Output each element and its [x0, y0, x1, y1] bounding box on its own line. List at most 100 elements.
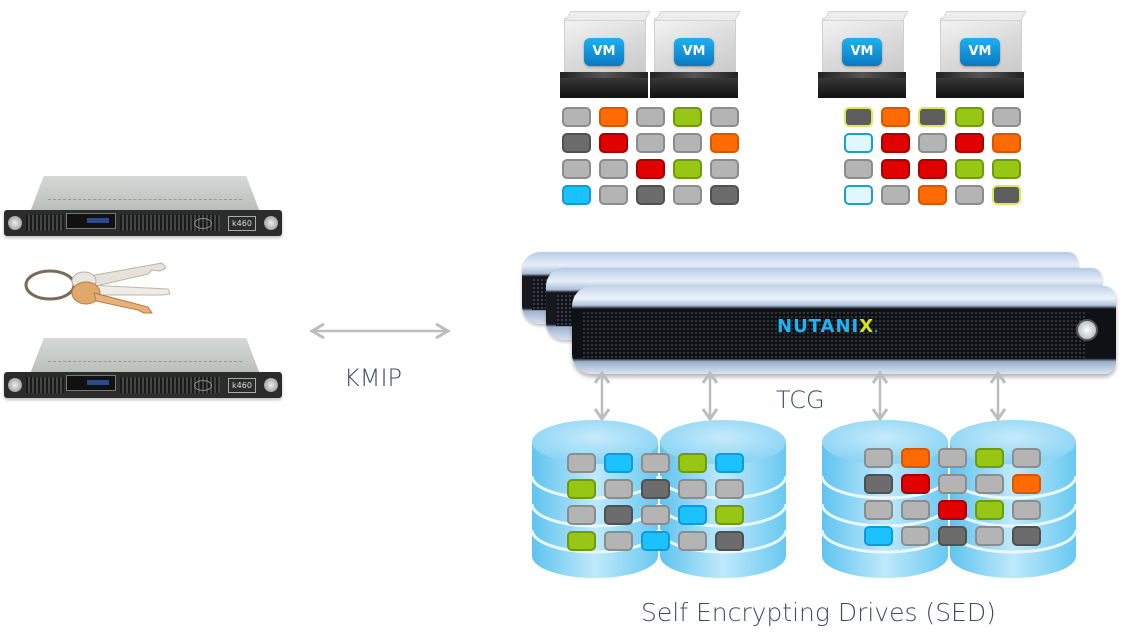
data-block-orange	[901, 448, 930, 468]
data-block-gray	[567, 505, 596, 525]
vm-data-blocks-left	[562, 107, 739, 205]
vm-data-blocks-right	[844, 107, 1021, 205]
data-block-blue	[715, 453, 744, 473]
data-block-gray	[901, 526, 930, 546]
key-management-server-2: k460	[4, 338, 282, 400]
data-block-gray	[710, 159, 739, 179]
data-block-red	[881, 159, 910, 179]
nutanix-logo: NUTANIX.	[777, 316, 879, 337]
vent-grille	[120, 377, 220, 393]
drive-bay	[66, 213, 116, 229]
data-block-darky	[992, 185, 1021, 205]
data-block-orange	[1012, 474, 1041, 494]
data-block-gray	[715, 479, 744, 499]
vm-badge: VM	[842, 38, 882, 66]
server-chassis-top	[30, 176, 260, 212]
data-block-red	[881, 133, 910, 153]
data-block-blue	[562, 185, 591, 205]
vendor-logo-icon	[194, 218, 212, 229]
data-block-green	[715, 505, 744, 525]
server-front-panel: k460	[4, 372, 282, 398]
data-block-blue	[641, 531, 670, 551]
logo-dot: .	[874, 324, 879, 335]
data-block-gray	[918, 133, 947, 153]
data-block-blue	[604, 453, 633, 473]
data-block-red	[918, 159, 947, 179]
server-chassis-top	[30, 338, 260, 374]
data-block-orange	[599, 107, 628, 127]
sed-label: Self Encrypting Drives (SED)	[641, 598, 996, 627]
data-block-gray	[636, 133, 665, 153]
data-block-gray	[975, 526, 1004, 546]
data-block-red	[938, 500, 967, 520]
data-block-gray	[938, 448, 967, 468]
data-block-green	[678, 453, 707, 473]
data-block-light	[844, 133, 873, 153]
data-block-orange	[918, 185, 947, 205]
data-block-orange	[710, 133, 739, 153]
data-block-green	[673, 107, 702, 127]
data-block-gray	[636, 107, 665, 127]
vm-box: VM	[936, 18, 1024, 98]
data-block-gray	[678, 531, 707, 551]
data-block-darky	[918, 107, 947, 127]
rack-knob-icon	[8, 378, 22, 392]
data-block-red	[636, 159, 665, 179]
data-block-gray	[604, 479, 633, 499]
data-block-gray	[864, 500, 893, 520]
data-block-dark	[1012, 526, 1041, 546]
key-management-server-1: k460	[4, 176, 282, 238]
data-block-gray	[710, 107, 739, 127]
lock-icon	[1076, 319, 1098, 341]
brass-key-icon	[71, 281, 153, 314]
data-block-blue	[678, 505, 707, 525]
tcg-arrow-icon	[871, 370, 889, 422]
tcg-arrow-icon	[593, 370, 611, 422]
vm-base	[936, 72, 1024, 98]
data-block-gray	[599, 185, 628, 205]
data-block-gray	[975, 474, 1004, 494]
drive-bay	[66, 375, 116, 391]
data-block-dark	[864, 474, 893, 494]
data-block-gray	[901, 500, 930, 520]
data-block-gray	[678, 479, 707, 499]
disk-data-blocks-right	[864, 448, 1041, 546]
tcg-arrow-icon	[989, 370, 1007, 422]
data-block-gray	[562, 159, 591, 179]
data-block-gray	[1012, 500, 1041, 520]
data-block-gray	[562, 107, 591, 127]
data-block-green	[955, 159, 984, 179]
data-block-dark	[715, 531, 744, 551]
rack-knob-icon	[264, 216, 278, 230]
data-block-darky	[844, 107, 873, 127]
data-block-green	[975, 500, 1004, 520]
model-badge: k460	[228, 378, 256, 393]
data-block-dark	[710, 185, 739, 205]
data-block-dark	[938, 526, 967, 546]
vm-badge: VM	[584, 38, 624, 66]
nutanix-node-front: NUTANIX.	[572, 286, 1116, 374]
data-block-gray	[844, 159, 873, 179]
data-block-dark	[604, 505, 633, 525]
data-block-light	[844, 185, 873, 205]
data-block-green	[992, 159, 1021, 179]
data-block-gray	[881, 185, 910, 205]
data-block-gray	[864, 448, 893, 468]
tcg-label: TCG	[776, 386, 825, 414]
data-block-green	[955, 107, 984, 127]
vm-badge: VM	[674, 38, 714, 66]
disk-data-blocks-left	[567, 453, 744, 551]
data-block-gray	[1012, 448, 1041, 468]
model-badge: k460	[228, 216, 256, 231]
vm-box: VM	[650, 18, 738, 98]
kmip-bidirectional-arrow-icon	[309, 322, 451, 340]
front-mesh	[582, 311, 1086, 359]
vm-box: VM	[818, 18, 906, 98]
logo-text: NUTANI	[777, 316, 860, 337]
data-block-green	[567, 479, 596, 499]
data-block-blue	[864, 526, 893, 546]
data-block-gray	[641, 453, 670, 473]
kmip-label: KMIP	[344, 364, 402, 392]
data-block-gray	[641, 505, 670, 525]
vent-grille	[26, 377, 64, 393]
